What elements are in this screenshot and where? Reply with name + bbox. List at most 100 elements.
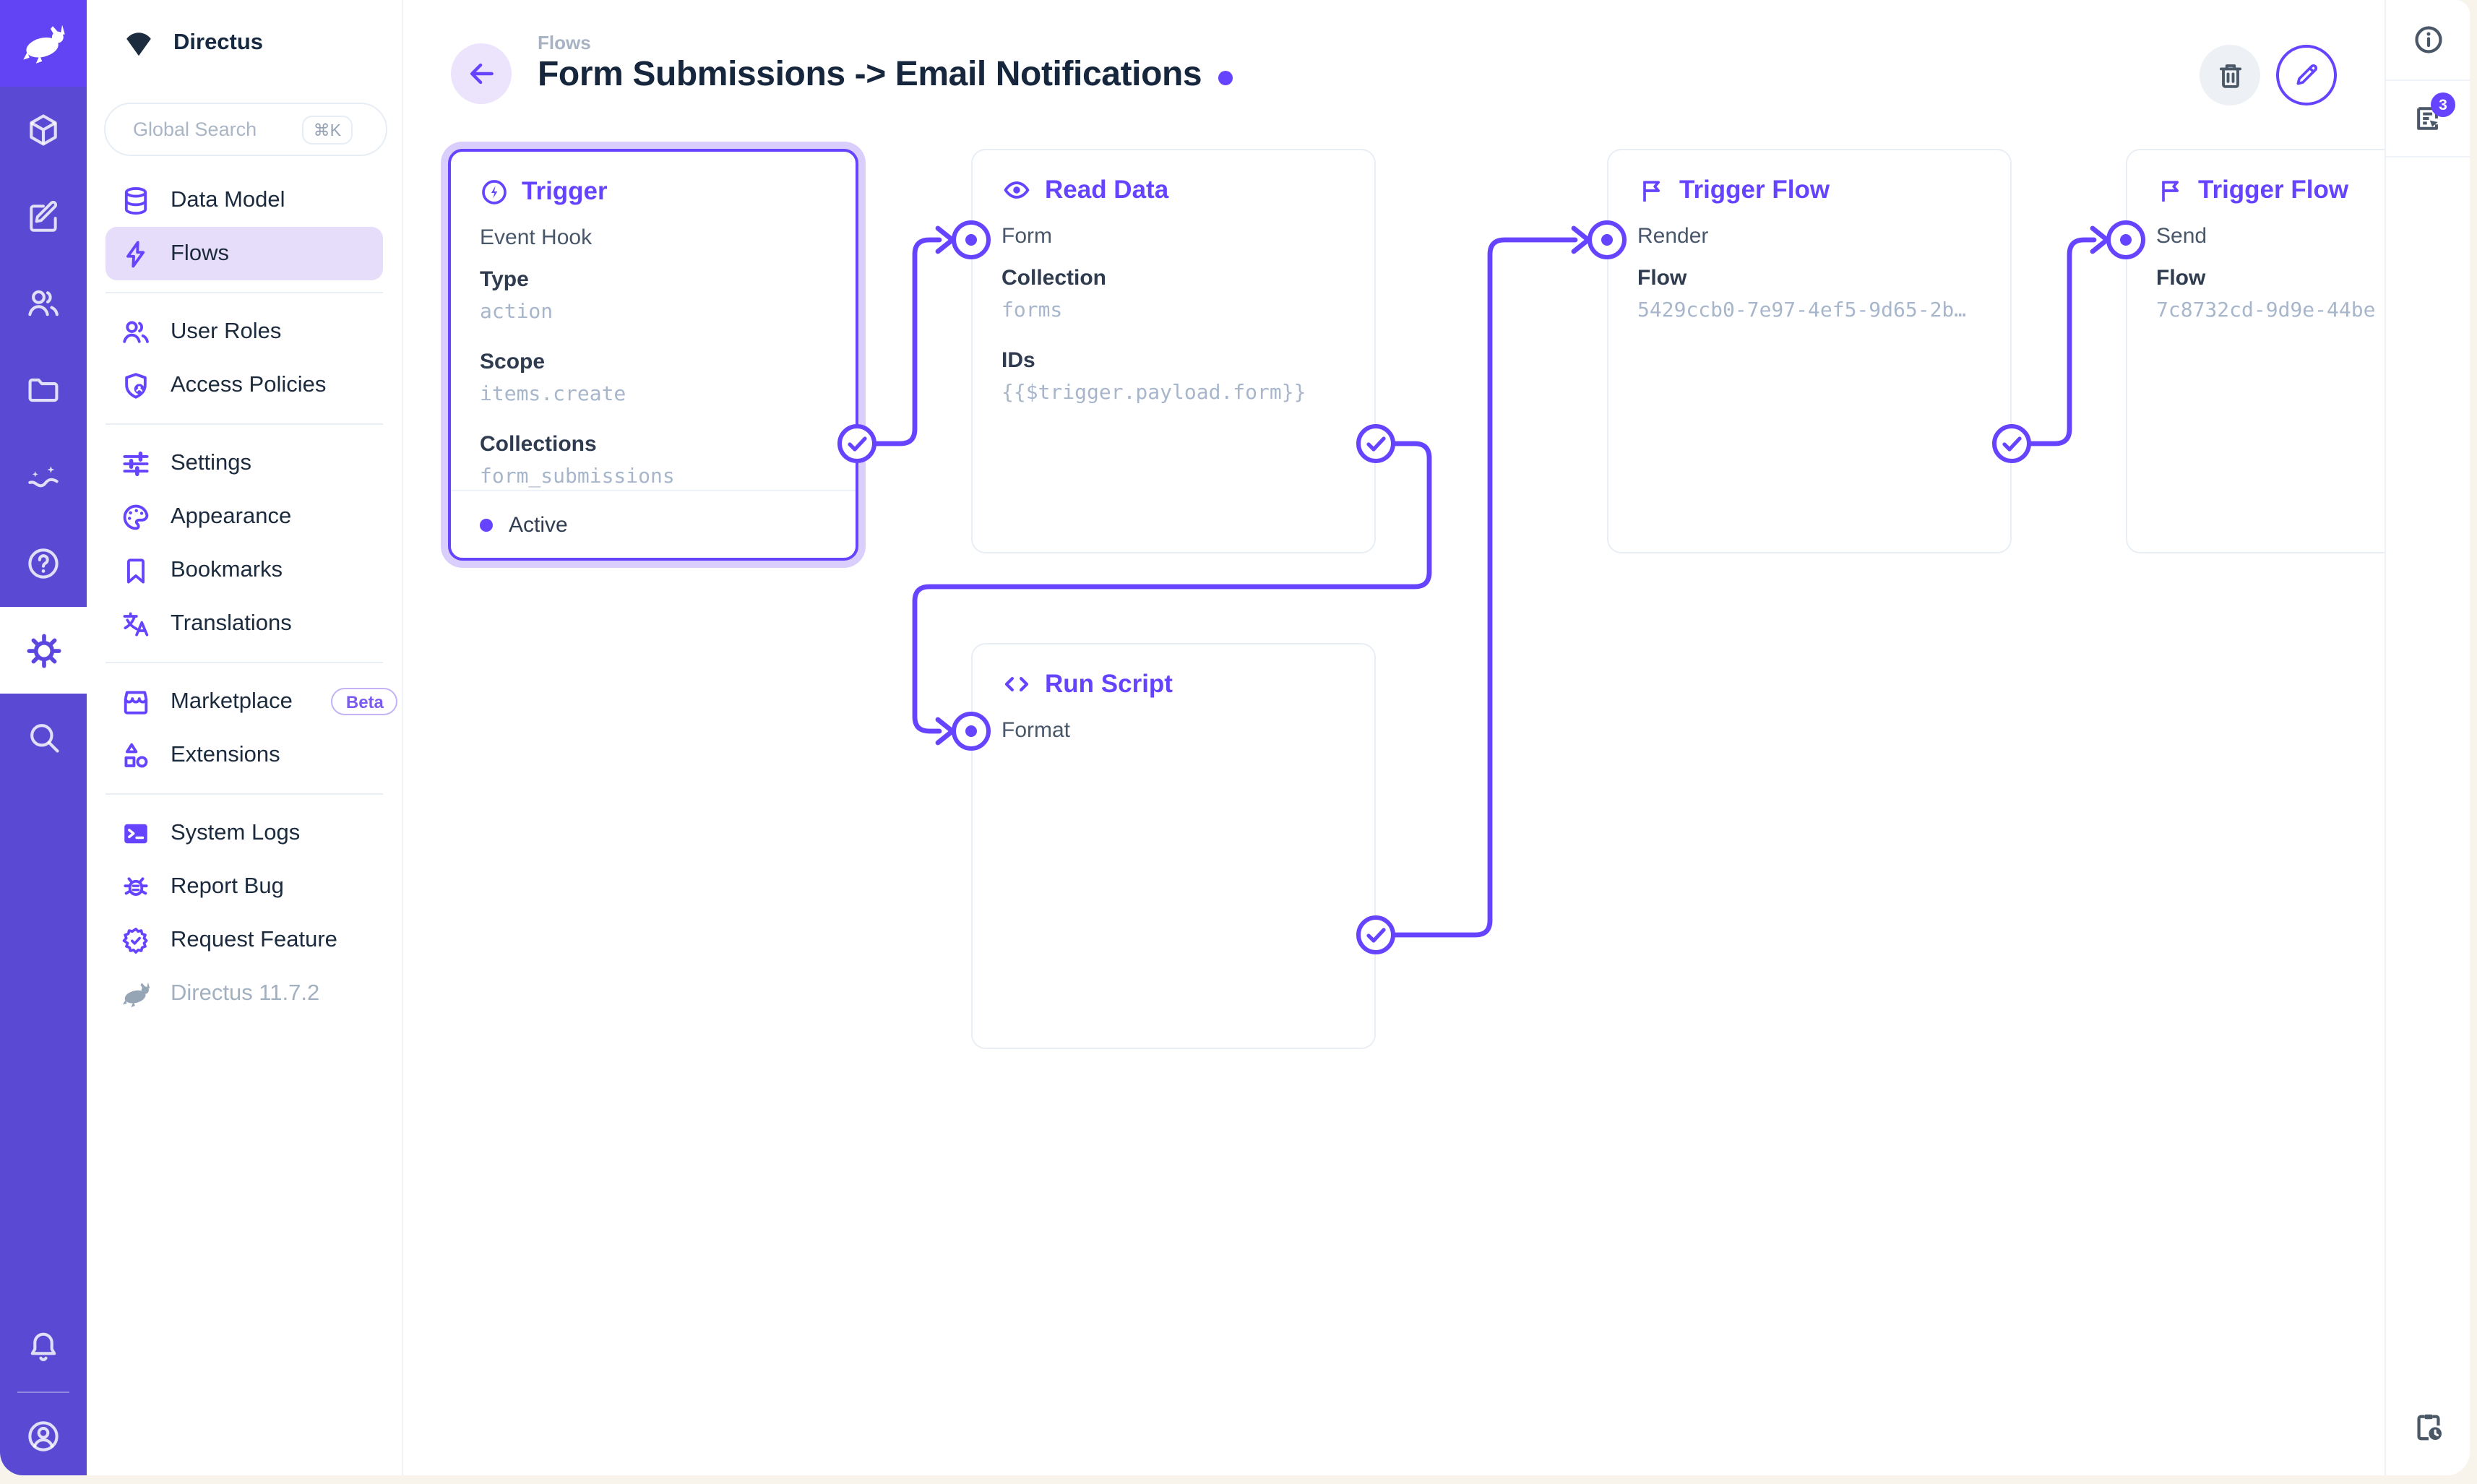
arrowhead-icon xyxy=(935,225,955,254)
translate-icon xyxy=(120,608,152,639)
page-title: Form Submissions -> Email Notifications xyxy=(538,55,1202,94)
sidebar-item-settings[interactable]: Settings xyxy=(105,436,383,490)
database-icon xyxy=(120,184,152,216)
notices-badge: 3 xyxy=(2431,92,2455,117)
eye-icon xyxy=(1001,175,1032,205)
shapes-icon xyxy=(120,739,152,771)
flag-icon xyxy=(1637,176,1666,204)
version-row: Directus 11.7.2 xyxy=(105,967,383,1020)
sidebar-item-appearance[interactable]: Appearance xyxy=(105,490,383,543)
beta-badge: Beta xyxy=(331,688,398,715)
flag-icon xyxy=(2156,176,2185,204)
shield-user-icon xyxy=(120,369,152,401)
sidebar-item-report-bug[interactable]: Report Bug xyxy=(105,860,383,913)
users-icon xyxy=(120,316,152,348)
module-content-button[interactable] xyxy=(0,87,87,173)
folder-icon xyxy=(28,378,59,402)
logs-icon: 3 xyxy=(2412,92,2455,134)
module-files-button[interactable] xyxy=(0,347,87,433)
node-title: Trigger xyxy=(522,176,608,205)
sidebar-item-extensions[interactable]: Extensions xyxy=(105,728,383,782)
flow-node-run-script[interactable]: Run Script Format xyxy=(971,643,1376,1049)
bolt-circle-icon xyxy=(480,177,509,206)
trash-icon xyxy=(2215,60,2245,90)
revisions-button[interactable] xyxy=(2386,1389,2470,1464)
arrowhead-icon xyxy=(2090,225,2110,254)
nav-divider xyxy=(105,650,383,675)
field-label: Collections xyxy=(480,432,597,457)
field-label: Type xyxy=(480,267,529,292)
arrowhead-icon xyxy=(1571,225,1591,254)
node-name: Form xyxy=(1001,224,1052,249)
logs-sidebar-button[interactable]: 3 xyxy=(2386,81,2470,156)
status-dot-icon xyxy=(480,518,493,531)
sidebar-item-data-model[interactable]: Data Model xyxy=(105,173,383,227)
bug-icon xyxy=(120,871,152,902)
gear-icon xyxy=(26,633,61,668)
field-value: forms xyxy=(1001,299,1063,322)
directus-logo[interactable] xyxy=(0,0,87,87)
node-title: Read Data xyxy=(1045,175,1169,204)
nav-list: Data Model Flows User Roles Access Polic… xyxy=(87,173,402,1020)
rabbit-logo-icon xyxy=(23,25,65,64)
node-name: Format xyxy=(1001,718,1071,743)
clipboard-clock-icon xyxy=(2411,1410,2444,1443)
rabbit-icon xyxy=(120,978,152,1009)
sidebar-item-system-logs[interactable]: System Logs xyxy=(105,806,383,860)
storefront-icon xyxy=(120,686,152,717)
module-insights-button[interactable] xyxy=(0,433,87,520)
node-name: Send xyxy=(2156,224,2207,249)
flow-color-dot-icon xyxy=(1218,70,1233,85)
flow-node-read-data[interactable]: Read Data Form Collection forms IDs {{$t… xyxy=(971,149,1376,553)
search-icon xyxy=(30,724,59,753)
module-bar xyxy=(0,0,87,1475)
flow-node-trigger-flow-render[interactable]: Trigger Flow Render Flow 5429ccb0-7e97-4… xyxy=(1607,149,2012,553)
field-value: action xyxy=(480,301,553,324)
module-settings-button[interactable] xyxy=(0,607,87,694)
back-button[interactable] xyxy=(451,43,512,104)
field-label: Scope xyxy=(480,350,546,374)
help-icon xyxy=(28,548,59,579)
nav-divider xyxy=(105,412,383,436)
project-header[interactable]: Directus xyxy=(87,0,402,87)
module-users-button[interactable] xyxy=(0,260,87,347)
field-label: IDs xyxy=(1001,348,1035,373)
sidebar-item-marketplace[interactable]: Marketplace Beta xyxy=(105,675,398,728)
field-label: Collection xyxy=(1001,266,1107,290)
notifications-button[interactable] xyxy=(0,1303,87,1390)
right-sidebar-rail: 3 xyxy=(2385,0,2470,1475)
field-value: {{$trigger.payload.form}} xyxy=(1001,381,1306,405)
delete-flow-button[interactable] xyxy=(2200,45,2260,105)
module-help-button[interactable] xyxy=(0,520,87,607)
sidebar-item-bookmarks[interactable]: Bookmarks xyxy=(105,543,383,597)
field-value: form_submissions xyxy=(480,465,675,488)
wire-run-script-to-render xyxy=(1390,237,1578,938)
flow-node-trigger[interactable]: Trigger Event Hook Type action Scope ite… xyxy=(448,149,858,561)
users-icon xyxy=(28,290,59,316)
field-value: 7c8732cd-9d9e-44be xyxy=(2156,299,2376,322)
pencil-icon xyxy=(2292,61,2321,90)
global-search-input[interactable]: Global Search ⌘K xyxy=(104,103,387,156)
module-divider xyxy=(17,1392,69,1393)
info-sidebar-button[interactable] xyxy=(2386,0,2470,79)
module-editor-button[interactable] xyxy=(0,173,87,260)
user-menu-button[interactable] xyxy=(0,1393,87,1475)
nav-divider xyxy=(105,782,383,806)
module-search-button[interactable] xyxy=(0,694,87,780)
wire-trigger-to-read-data xyxy=(871,237,942,447)
project-fan-icon xyxy=(121,26,156,61)
node-name: Render xyxy=(1637,224,1709,249)
cube-icon xyxy=(30,114,57,146)
sidebar-item-user-roles[interactable]: User Roles xyxy=(105,305,383,358)
sidebar-item-translations[interactable]: Translations xyxy=(105,597,383,650)
edit-flow-button[interactable] xyxy=(2276,45,2337,105)
sidebar-item-access-policies[interactable]: Access Policies xyxy=(105,358,383,412)
insights-icon xyxy=(28,466,59,488)
sidebar-item-flows[interactable]: Flows xyxy=(105,227,383,280)
project-name: Directus xyxy=(173,30,264,55)
sidebar-item-request-feature[interactable]: Request Feature xyxy=(105,913,383,967)
code-icon xyxy=(1001,669,1032,699)
breadcrumb[interactable]: Flows xyxy=(538,32,591,53)
